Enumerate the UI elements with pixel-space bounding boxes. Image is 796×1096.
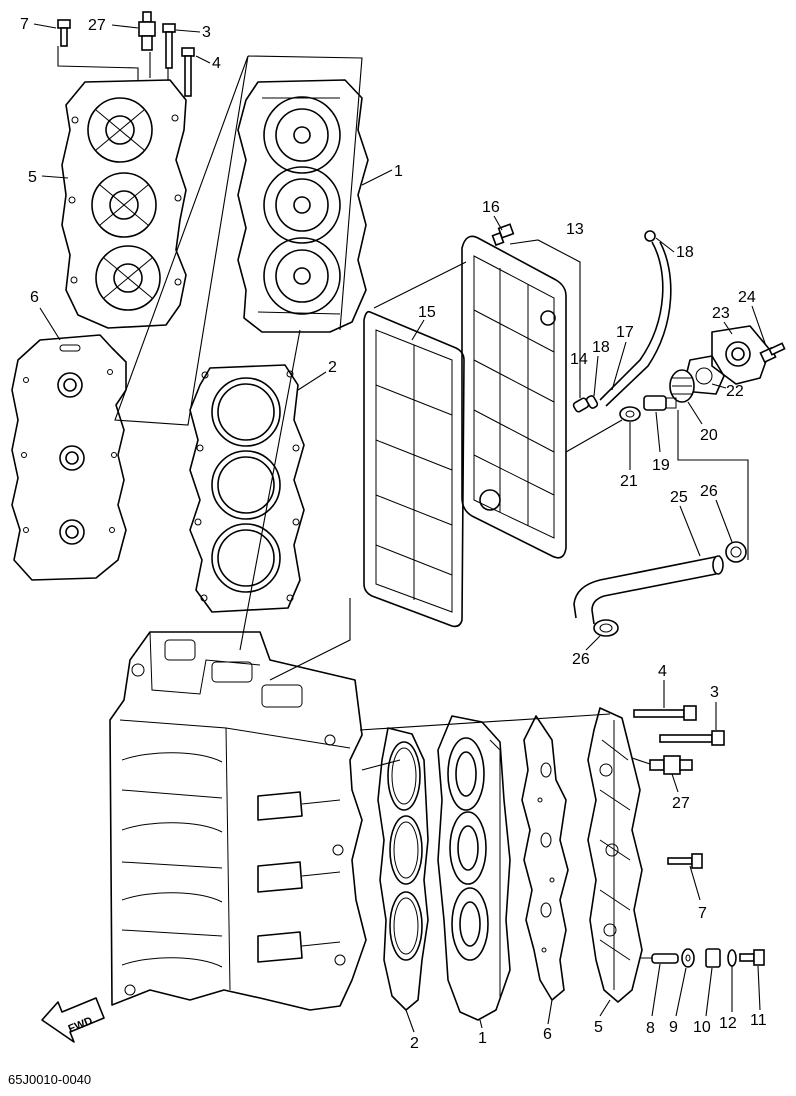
bolt-4-top [181, 47, 195, 97]
spark-plug-27-top [138, 11, 156, 51]
bolt-7-right [667, 853, 703, 869]
callout-27-top: 27 [88, 17, 106, 34]
bolt-16 [491, 223, 515, 247]
callout-4-right: 4 [658, 663, 667, 680]
callout-3-right: 3 [710, 684, 719, 701]
callout-21: 21 [620, 473, 638, 490]
callout-18-mid: 18 [592, 339, 610, 356]
callout-6-bottom: 6 [543, 1026, 552, 1043]
fwd-arrow: FWD [41, 997, 105, 1043]
thermostat-20 [669, 369, 695, 403]
bolt-3-top [162, 23, 176, 69]
head-gasket-top [189, 364, 305, 613]
clip-18 [585, 395, 599, 409]
callout-19: 19 [652, 457, 670, 474]
hose-17 [599, 230, 672, 407]
bolt-11 [739, 949, 765, 966]
grommet-21 [619, 406, 641, 422]
spark-plug-27-right [649, 755, 693, 775]
clamp-26-right [725, 541, 747, 563]
head-gasket-lower [377, 727, 429, 1011]
callout-2-bottom: 2 [410, 1035, 419, 1052]
callout-4-top: 4 [212, 55, 221, 72]
exhaust-gasket-15 [363, 310, 465, 628]
diagram-code: 65J0010-0040 [8, 1072, 91, 1087]
callout-14: 14 [570, 351, 588, 368]
callout-3-top: 3 [202, 24, 211, 41]
callout-18-top: 18 [676, 244, 694, 261]
washer-12 [727, 949, 737, 967]
sensor-8 [640, 953, 679, 964]
cylinder-head-lower [437, 715, 511, 1021]
callout-26-bottom: 26 [572, 651, 590, 668]
thermostat-cover-23 [711, 325, 771, 385]
callout-10: 10 [693, 1019, 711, 1036]
bolt-3-right [659, 730, 725, 746]
callout-24: 24 [738, 289, 756, 306]
callout-22: 22 [726, 383, 744, 400]
gasket-lower [521, 715, 569, 1001]
callout-17: 17 [616, 324, 634, 341]
callout-1-top: 1 [394, 163, 403, 180]
callout-27-right: 27 [672, 795, 690, 812]
hose-25 [573, 555, 724, 625]
callout-8: 8 [646, 1020, 655, 1037]
callout-2-top: 2 [328, 359, 337, 376]
callout-9: 9 [669, 1019, 678, 1036]
bolt-4-right [633, 705, 697, 721]
cylinder-block [109, 631, 367, 1011]
callout-25: 25 [670, 489, 688, 506]
callout-11: 11 [750, 1012, 767, 1029]
head-cover-lower [587, 707, 643, 1003]
cylinder-head-cover-top [61, 79, 187, 329]
callout-6-top: 6 [30, 289, 39, 306]
callouts: 7 27 3 4 5 1 6 2 16 13 18 15 14 18 17 23… [20, 16, 767, 1052]
callout-16: 16 [482, 199, 500, 216]
nut-10 [705, 948, 721, 968]
callout-12: 12 [719, 1015, 737, 1032]
valve-19 [643, 395, 677, 411]
callout-7-top: 7 [20, 16, 29, 33]
callout-13: 13 [566, 221, 584, 238]
washer-9 [681, 948, 695, 968]
cylinder-head-top [237, 79, 369, 333]
callout-15: 15 [418, 304, 436, 321]
callout-20: 20 [700, 427, 718, 444]
callout-26-right: 26 [700, 483, 718, 500]
clamp-26-bottom [593, 619, 619, 637]
callout-1-bottom: 1 [478, 1030, 487, 1047]
bolt-24 [759, 342, 786, 364]
callout-5-top: 5 [28, 169, 37, 186]
fwd-label: FWD [67, 1015, 95, 1036]
gasket-top-left [11, 334, 127, 581]
callout-5-bottom: 5 [594, 1019, 603, 1036]
callout-23: 23 [712, 305, 730, 322]
bolt-7-top [57, 19, 71, 47]
callout-7-right: 7 [698, 905, 707, 922]
exhaust-cover-13 [461, 235, 567, 559]
